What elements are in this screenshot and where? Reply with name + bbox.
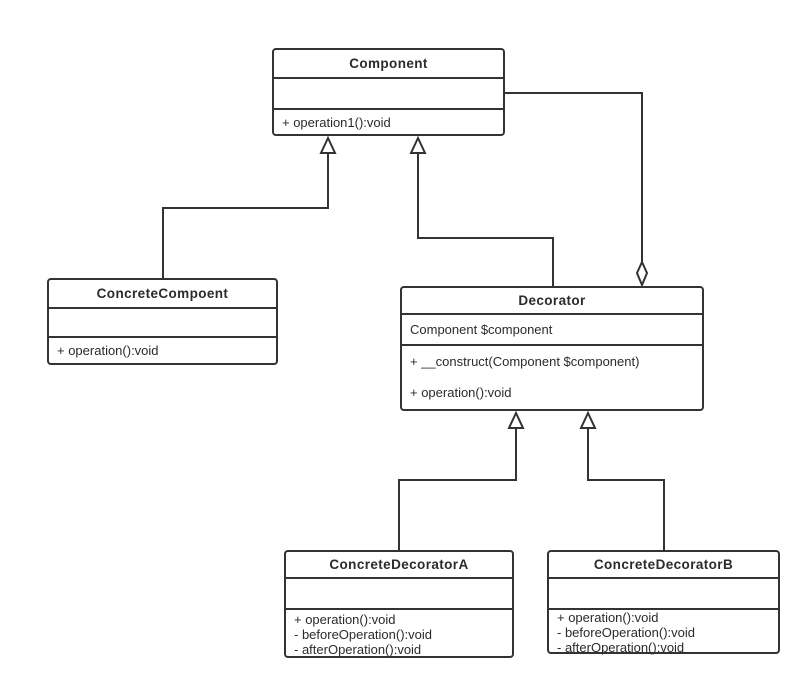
generalization-decorator-to-component bbox=[409, 135, 554, 286]
class-title: ConcreteDecoratorB bbox=[549, 552, 778, 579]
method-entry: - afterOperation():void bbox=[557, 640, 685, 655]
class-title: Decorator bbox=[402, 288, 702, 315]
method-entry: + operation1():void bbox=[282, 114, 391, 130]
method-entry: - afterOperation():void bbox=[294, 642, 422, 657]
class-attribute-entry: Component $component bbox=[402, 315, 702, 346]
method-entry: + operation():void bbox=[294, 612, 396, 627]
generalization-arrowhead-icon bbox=[507, 410, 525, 429]
class-methods: + __construct(Component $component) + op… bbox=[402, 346, 702, 409]
method-entry: + operation():void bbox=[57, 343, 159, 358]
method-entry: + __construct(Component $component) bbox=[410, 354, 640, 369]
class-title: ConcreteDecoratorA bbox=[286, 552, 512, 579]
generalization-arrowhead-icon bbox=[579, 410, 597, 429]
class-methods: + operation():void bbox=[49, 338, 276, 363]
class-box-component: Component + operation1():void bbox=[272, 48, 505, 136]
class-box-concretedecoratorb: ConcreteDecoratorB + operation():void - … bbox=[547, 550, 780, 655]
class-methods: + operation():void - beforeOperation():v… bbox=[286, 610, 512, 657]
class-attributes-empty bbox=[286, 579, 512, 610]
method-entry: + operation():void bbox=[557, 610, 659, 625]
class-attributes-empty bbox=[49, 309, 276, 338]
method-entry: - beforeOperation():void bbox=[294, 627, 433, 642]
class-attributes-empty bbox=[274, 79, 503, 110]
generalization-concretedecoratorb-to-decorator bbox=[579, 410, 665, 550]
generalization-concretedecoratora-to-decorator bbox=[398, 410, 525, 550]
class-title: Component bbox=[274, 50, 503, 79]
class-box-decorator: Decorator Component $component + __const… bbox=[400, 286, 704, 411]
class-methods: + operation1():void bbox=[274, 110, 503, 134]
generalization-arrowhead-icon bbox=[319, 135, 337, 154]
class-title: ConcreteCompoent bbox=[49, 280, 276, 309]
class-methods: + operation():void - beforeOperation():v… bbox=[549, 610, 778, 655]
class-attributes-empty bbox=[549, 579, 778, 610]
aggregation-decorator-component bbox=[505, 92, 649, 288]
method-entry: - beforeOperation():void bbox=[557, 625, 696, 640]
aggregation-diamond-icon bbox=[635, 259, 649, 288]
generalization-concretecompoent-to-component bbox=[162, 135, 337, 278]
generalization-arrowhead-icon bbox=[409, 135, 427, 154]
class-box-concretedecoratora: ConcreteDecoratorA + operation():void - … bbox=[284, 550, 514, 658]
method-entry: + operation():void bbox=[410, 385, 512, 400]
class-box-concretecompoent: ConcreteCompoent + operation():void bbox=[47, 278, 278, 365]
